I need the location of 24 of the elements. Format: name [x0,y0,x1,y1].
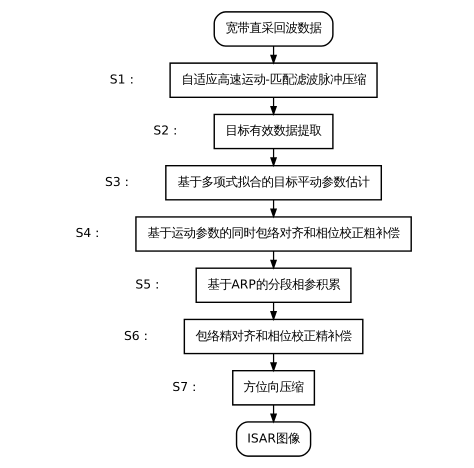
node-box: 包络精对齐和相位校正精补偿 [183,318,363,354]
node-box: 基于多项式拟合的目标平动参数估计 [164,164,382,201]
node-box: 基于运动参数的同时包络对齐和相位校正粗补偿 [134,216,412,252]
node-label: S2： [152,124,181,138]
arrow [270,251,277,270]
arrow [270,354,277,372]
node-label: S6： [124,328,152,343]
node-box: 目标有效数据提取 [213,114,334,150]
node-box: 宽带直采回波数据 [213,11,334,47]
node-label: S3： [104,174,132,189]
node-box: 自适应高速运动-匹配滤波脉冲压缩 [168,62,378,98]
node-label: S1： [109,72,137,86]
arrow [270,97,277,116]
node-box: 基于ARP的分段相参积累 [195,267,352,304]
arrow [270,46,277,65]
node-box: ISAR图像 [235,421,311,457]
node-label: S5： [134,277,163,292]
node-label: S7： [172,380,200,394]
arrow [270,200,277,219]
node-box: 方位向压缩 [232,370,315,406]
arrow [270,148,277,168]
arrow [270,302,277,322]
arrow [270,404,277,424]
node-label: S4： [75,226,103,240]
